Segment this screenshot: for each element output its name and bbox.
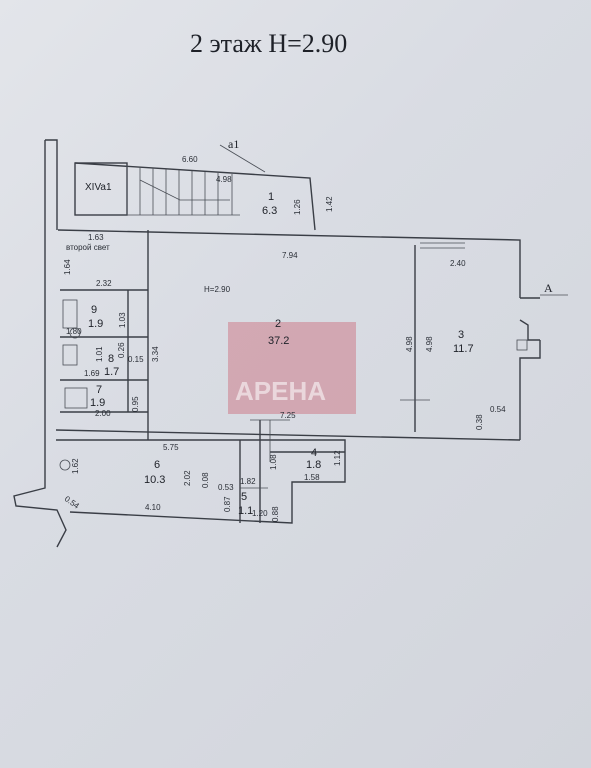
room-9-area: 1.9 (88, 318, 103, 330)
dim-660: 6.60 (182, 155, 198, 164)
section-markers (219, 144, 568, 421)
dim-498b: 4.98 (405, 336, 414, 352)
dim-126: 1.26 (293, 199, 302, 215)
dim-053: 0.53 (218, 483, 234, 492)
room-1-area: 6.3 (262, 205, 277, 217)
room-2-area: 37.2 (268, 335, 289, 347)
dim-498c: 4.98 (425, 336, 434, 352)
dim-120: 1.20 (252, 509, 268, 518)
section-mark-a1: а1 (228, 137, 239, 151)
room-4-number: 4 (311, 447, 317, 459)
dim-101: 1.01 (95, 346, 104, 362)
dim-087: 0.87 (223, 496, 232, 512)
dim-142: 1.42 (325, 196, 334, 212)
dim-054a: 0.54 (490, 405, 506, 414)
watermark-text: АРЕНА (235, 376, 326, 406)
room-4-area: 1.8 (306, 459, 321, 471)
staircase (126, 165, 465, 249)
dim-794: 7.94 (282, 251, 298, 260)
plan-title: 2 этаж H=2.90 (190, 29, 347, 58)
room-label-xiva1: XIVa1 (85, 182, 112, 193)
dim-182: 1.82 (240, 477, 256, 486)
dim-334: 3.34 (151, 346, 160, 362)
room-7-area: 1.9 (90, 397, 105, 409)
dim-112: 1.12 (333, 450, 342, 466)
dim-164: 1.64 (63, 259, 72, 275)
room-3-number: 3 (458, 329, 464, 341)
dim-054b: 0.54 (63, 494, 81, 511)
dim-008: 0.08 (201, 472, 210, 488)
dim-095: 0.95 (131, 396, 140, 412)
room-8-number: 8 (108, 353, 114, 365)
dim-232: 2.32 (96, 279, 112, 288)
room-2-height: H=2.90 (204, 285, 231, 294)
room-7-number: 7 (96, 384, 102, 396)
dim-026: 0.26 (117, 342, 126, 358)
room-5-number: 5 (241, 491, 247, 503)
room-8-area: 1.7 (104, 366, 119, 378)
dim-169: 1.69 (84, 369, 100, 378)
room-1-number: 1 (268, 191, 274, 203)
section-mark-a: A (544, 281, 553, 295)
dim-158: 1.58 (304, 473, 320, 482)
second-light-label: второй свет (66, 243, 110, 252)
dim-180: 1.80 (66, 327, 82, 336)
room-6-area: 10.3 (144, 474, 165, 486)
dim-200: 2.00 (95, 409, 111, 418)
dim-088: 0.88 (271, 506, 280, 522)
dim-410: 4.10 (145, 503, 161, 512)
dim-103: 1.03 (118, 312, 127, 328)
interior-walls (60, 230, 416, 523)
dimension-labels: 6.60 4.98 1.26 1.42 1.63 1.64 2.32 7.94 … (63, 155, 506, 522)
dim-725: 7.25 (280, 411, 296, 420)
fixtures (59, 299, 528, 471)
room-2-number: 2 (275, 318, 281, 330)
room-9-number: 9 (91, 304, 97, 316)
dim-163: 1.63 (88, 233, 104, 242)
dim-202: 2.02 (183, 470, 192, 486)
room-3-area: 11.7 (453, 343, 474, 355)
watermark: АРЕНА (228, 322, 356, 414)
dim-162: 1.62 (71, 458, 80, 474)
dim-108: 1.08 (269, 454, 278, 470)
dim-498a: 4.98 (216, 175, 232, 184)
dim-575: 5.75 (163, 443, 179, 452)
room-5-area: 1.1 (238, 505, 253, 517)
room-6-number: 6 (154, 459, 160, 471)
dim-038: 0.38 (475, 414, 484, 430)
dim-015: 0.15 (128, 355, 144, 364)
dim-240: 2.40 (450, 259, 466, 268)
